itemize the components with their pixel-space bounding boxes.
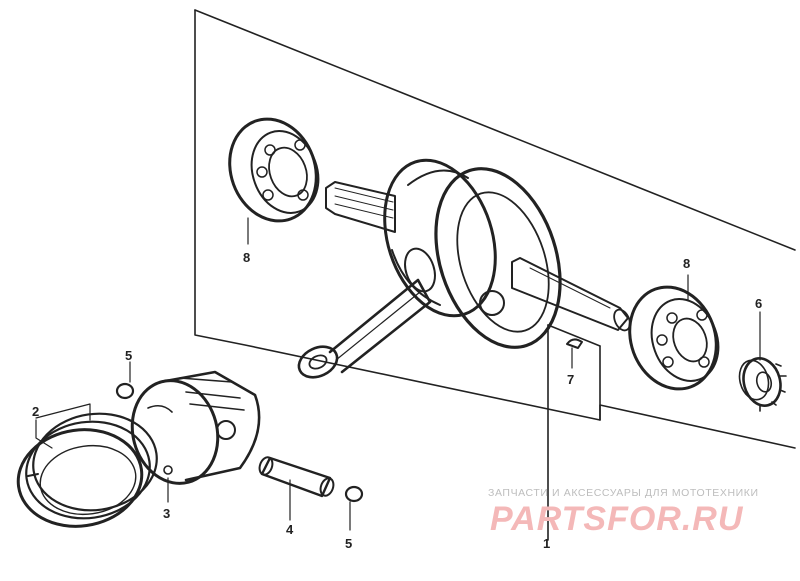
piston-pin (258, 456, 335, 498)
callout-8-right: 8 (683, 256, 690, 271)
callout-1: 1 (543, 536, 550, 551)
right-bearing (628, 285, 720, 391)
piston-rings (16, 412, 158, 528)
callout-5-upper: 5 (125, 348, 132, 363)
callout-5-lower: 5 (345, 536, 352, 551)
callout-4: 4 (286, 522, 294, 537)
pin-clip-lower (344, 485, 364, 503)
pin-clip-upper (115, 382, 135, 400)
callout-2: 2 (32, 404, 39, 419)
woodruff-key (566, 338, 583, 349)
left-bearing (228, 117, 320, 223)
callout-3: 3 (163, 506, 170, 521)
callout-6: 6 (755, 296, 762, 311)
piston (130, 370, 261, 485)
gear (738, 357, 787, 412)
callout-7: 7 (567, 372, 574, 387)
callout-8-left: 8 (243, 250, 250, 265)
watermark-logo: PARTSFOR.RU (490, 500, 744, 538)
assembly-frame (194, 9, 796, 541)
crankshaft (325, 158, 631, 349)
callout-labels: 1 2 3 4 5 5 6 7 8 8 (32, 250, 762, 551)
connecting-rod (297, 278, 432, 379)
leader-lines (35, 217, 761, 531)
watermark-caption: ЗАПЧАСТИ И АКСЕССУАРЫ ДЛЯ МОТОТЕХНИКИ (488, 487, 759, 499)
